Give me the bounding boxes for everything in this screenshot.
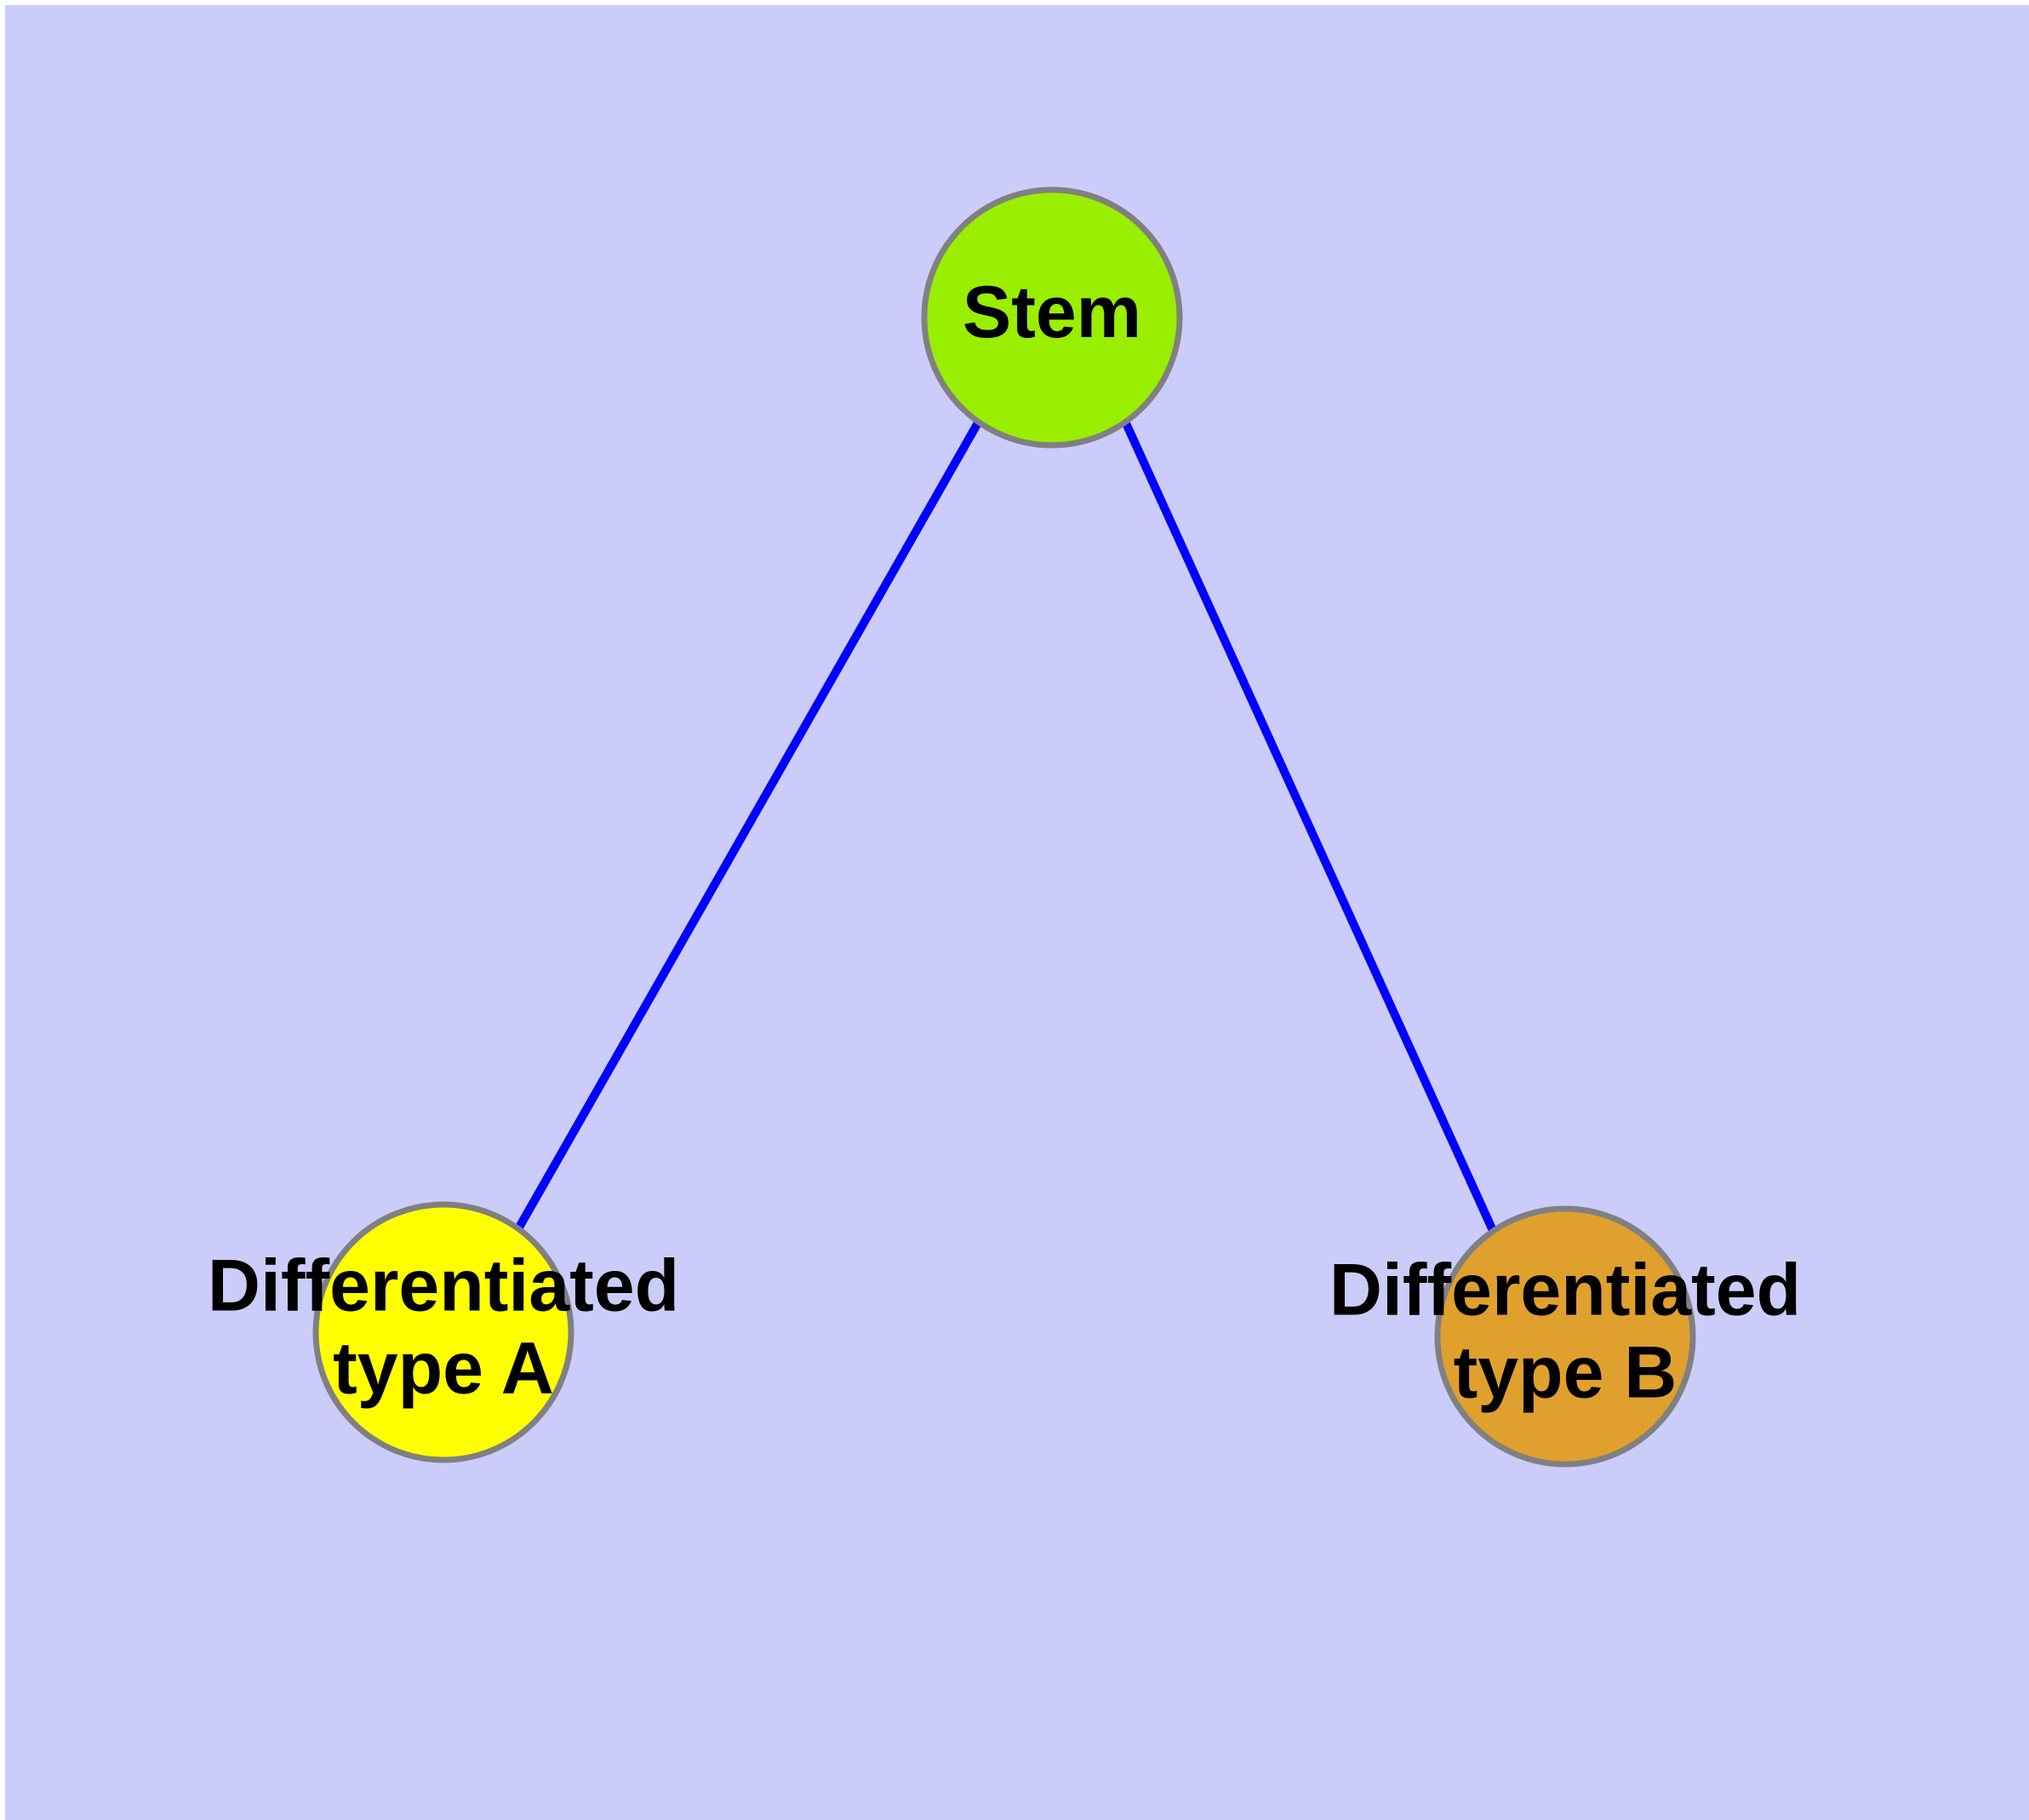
node-label-line: Differentiated: [1329, 1249, 1801, 1331]
node-label-line: type B: [1454, 1331, 1677, 1413]
node-label-line: Stem: [963, 272, 1141, 353]
edge-stem-to-diff-a[interactable]: [512, 419, 983, 1234]
node-diff-a[interactable]: [312, 1201, 574, 1463]
node-diff-b[interactable]: [1434, 1205, 1696, 1468]
node-stem[interactable]: [921, 186, 1183, 449]
edge-stem-to-diff-b[interactable]: [1121, 419, 1500, 1239]
node-label-line: type A: [333, 1327, 554, 1409]
edges-layer: [512, 419, 1500, 1239]
node-label-line: Differentiated: [208, 1245, 679, 1326]
nodes-layer: [312, 186, 1696, 1468]
node-label-stem: Stem: [963, 272, 1141, 353]
